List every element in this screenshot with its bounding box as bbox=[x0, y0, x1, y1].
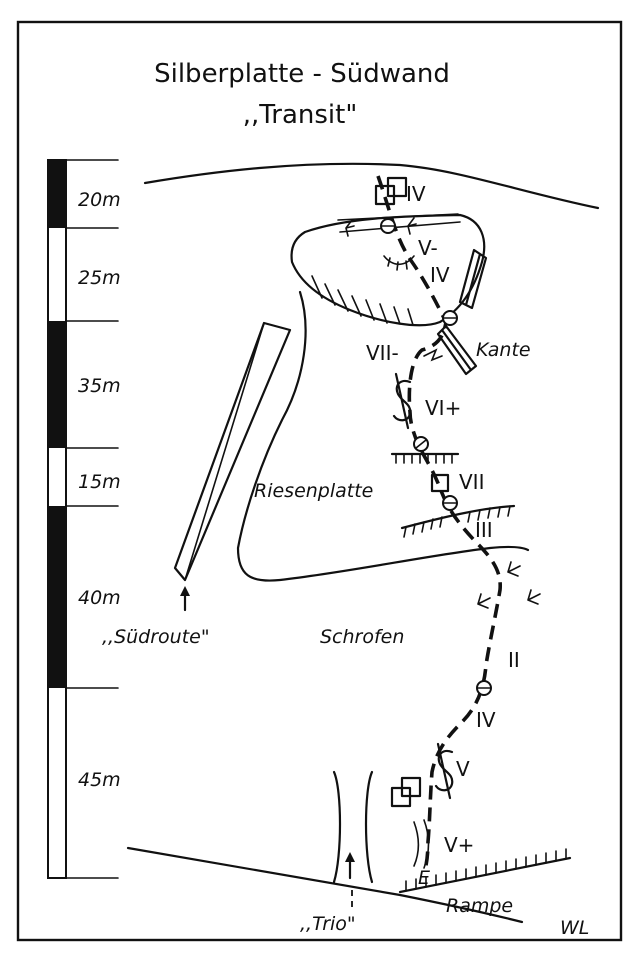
scale-segment-6 bbox=[48, 688, 66, 878]
scale-bar: 20m 25m 35m 15m 40m 45m bbox=[47, 159, 121, 879]
upper-block-hatching bbox=[311, 275, 414, 326]
suedroute-dihedral bbox=[173, 321, 292, 612]
scale-label-2: 25m bbox=[78, 267, 121, 289]
chimney-marks bbox=[413, 819, 430, 869]
label-suedroute: ,,Südroute" bbox=[102, 626, 210, 648]
grade-v-minus: V- bbox=[418, 236, 438, 260]
scale-outline bbox=[47, 159, 67, 879]
grade-vii-minus: VII- bbox=[366, 341, 399, 365]
label-kante: Kante bbox=[476, 339, 531, 361]
grass-tufts bbox=[477, 561, 541, 609]
rampe-ledge bbox=[398, 848, 572, 894]
title-line-1: Silberplatte - Südwand bbox=[154, 59, 450, 89]
scale-label-1: 20m bbox=[78, 189, 121, 211]
crux-symbol-lower bbox=[434, 742, 454, 800]
scale-label-6: 45m bbox=[78, 769, 121, 791]
scale-label-3: 35m bbox=[78, 375, 121, 397]
kante-slab-feature bbox=[436, 324, 478, 376]
grade-iv-top: IV bbox=[406, 182, 426, 206]
upper-ledge bbox=[337, 213, 461, 237]
title-line-2: ,,Transit" bbox=[243, 100, 358, 130]
mid-ledge bbox=[390, 452, 460, 464]
grade-v-plus: V+ bbox=[444, 833, 474, 857]
grade-vi-plus: VI+ bbox=[425, 396, 461, 420]
grade-ii: II bbox=[508, 648, 520, 672]
upper-slab-feature bbox=[458, 248, 488, 310]
trio-corner bbox=[332, 770, 374, 912]
scale-label-5: 40m bbox=[78, 587, 121, 609]
label-start: E bbox=[418, 867, 430, 889]
label-author: WL bbox=[560, 917, 589, 939]
frame-border bbox=[16, 20, 623, 942]
overhang-feature bbox=[383, 255, 415, 271]
bolt-markers bbox=[380, 218, 492, 696]
label-rampe: Rampe bbox=[446, 895, 513, 917]
ground-line bbox=[126, 846, 524, 924]
scale-label-4: 15m bbox=[78, 471, 121, 493]
grade-vii: VII bbox=[459, 470, 484, 494]
scale-segment-2 bbox=[48, 228, 66, 321]
grade-iii: III bbox=[475, 518, 493, 542]
grade-iv-lower: IV bbox=[476, 708, 496, 732]
scale-segment-1 bbox=[48, 160, 66, 228]
scale-segment-3 bbox=[48, 321, 66, 448]
scale-segment-4 bbox=[48, 448, 66, 506]
lower-ledge bbox=[400, 504, 516, 538]
trio-arrow-icon bbox=[345, 852, 355, 862]
label-schrofen: Schrofen bbox=[320, 626, 404, 648]
summit-ridge-line bbox=[143, 162, 600, 210]
scale-segment-5 bbox=[48, 506, 66, 688]
grade-v: V bbox=[456, 757, 470, 781]
suedroute-arrow-icon bbox=[180, 586, 190, 596]
belay-markers bbox=[374, 176, 450, 808]
traverse-mark bbox=[423, 348, 443, 362]
grade-iv-upper: IV bbox=[430, 263, 450, 287]
label-trio: ,,Trio" bbox=[300, 913, 356, 935]
label-riesenplatte: Riesenplatte bbox=[254, 480, 373, 502]
crux-symbol-upper bbox=[392, 372, 412, 430]
riesenplatte-slab-outline bbox=[236, 290, 530, 582]
